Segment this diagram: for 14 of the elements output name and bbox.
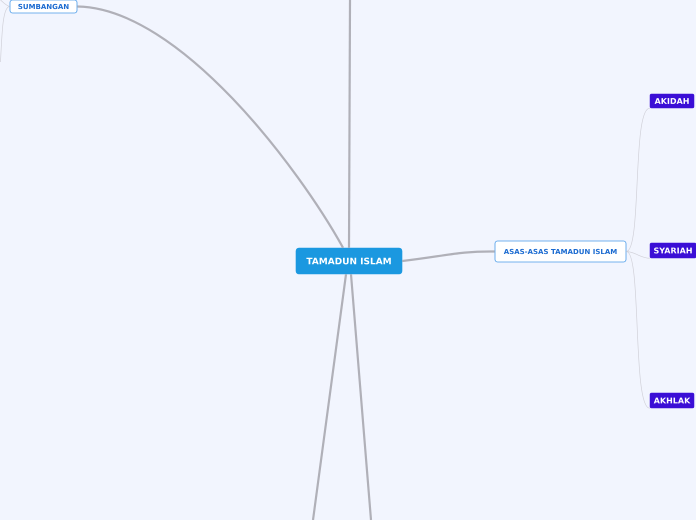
central-topic-box: TAMADUN ISLAM [296,248,402,274]
connector-line [626,251,650,259]
connector-line [77,5,344,248]
subtopic-box: AKHLAK [650,392,694,408]
connector-line [626,251,650,409]
connector-line [350,274,372,520]
connector-line [0,0,10,7]
connector-line [626,108,650,252]
connector-line [0,6,10,62]
subtopic-box: SYARIAH [650,242,696,258]
connector-line [402,250,495,262]
subtopic-box: AKIDAH [650,94,694,108]
connector-line [312,274,348,520]
connector-line [348,0,352,248]
